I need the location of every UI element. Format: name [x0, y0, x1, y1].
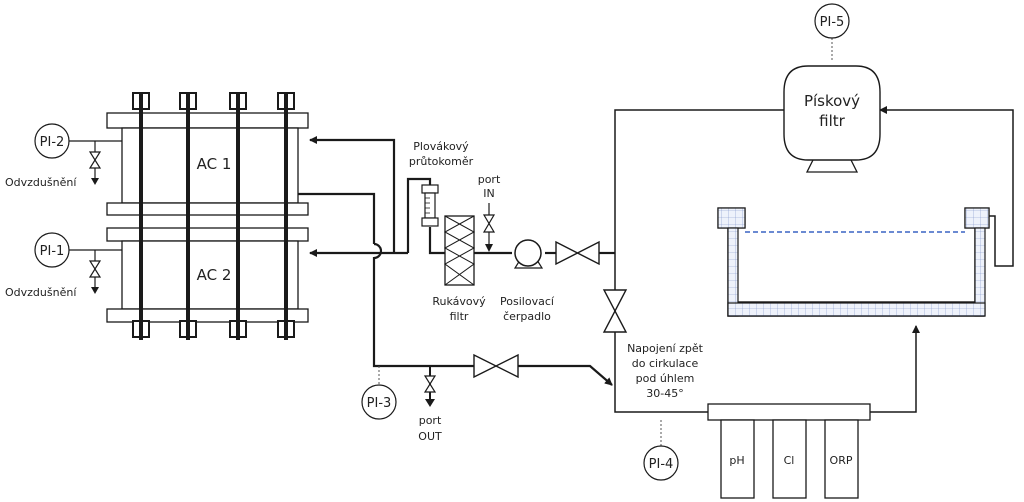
- bypass-valve: [473, 353, 519, 379]
- port-in: port IN: [478, 173, 501, 252]
- cl-probe: [772, 419, 807, 499]
- return-note-3: pod úhlem: [636, 372, 695, 385]
- pump-label-1: Posilovací: [500, 295, 555, 308]
- ac2-label: AC 2: [197, 266, 232, 284]
- pi4-label: PI-4: [649, 457, 674, 472]
- return-note: Napojení zpět do cirkulace pod úhlem 30-…: [627, 342, 704, 400]
- return-valve: [602, 289, 628, 333]
- pi5-gauge: [814, 3, 850, 39]
- vent-top-group: PI-2 Odvzdušnění: [5, 123, 122, 189]
- pi1-label: PI-1: [40, 244, 65, 259]
- pi2-gauge: [34, 123, 70, 159]
- pi3-gauge: [361, 384, 397, 420]
- sand-filter-label-1: Pískový: [804, 92, 860, 110]
- vent-top-label: Odvzdušnění: [5, 176, 77, 189]
- port-out-label-2: OUT: [418, 430, 442, 443]
- return-note-4: 30-45°: [646, 387, 683, 400]
- port-out-label-1: port: [419, 414, 442, 427]
- cell-piping: [298, 136, 615, 386]
- flowmeter-label-2: průtokoměr: [409, 155, 474, 168]
- pi4-gauge: [643, 445, 679, 481]
- ph-label: pH: [729, 454, 744, 467]
- pool-basin: [717, 207, 990, 317]
- orp-label: ORP: [830, 454, 853, 467]
- sand-filter-label-2: filtr: [819, 112, 845, 130]
- pi2-label: PI-2: [40, 135, 65, 150]
- pump-label-2: čerpadlo: [503, 310, 551, 323]
- vent-bottom-group: PI-1 Odvzdušnění: [5, 232, 122, 299]
- pi1-gauge: [34, 232, 70, 268]
- cl-label: Cl: [784, 454, 795, 467]
- pi3-label: PI-3: [367, 396, 392, 411]
- sensor-manifold: pH Cl ORP: [707, 403, 871, 499]
- orp-probe: [824, 419, 859, 499]
- sand-filter: Pískový filtr PI-5: [783, 3, 881, 173]
- bag-filter: Rukávový filtr: [432, 215, 486, 323]
- booster-pump: Posilovací čerpadlo: [500, 239, 555, 323]
- ac1-label: AC 1: [197, 155, 232, 173]
- ac-cell-stack: AC 1 AC 2: [106, 92, 309, 340]
- port-in-label-2: IN: [483, 187, 494, 200]
- circulation-piping: [614, 106, 1014, 413]
- pump-outlet-valve: [555, 240, 600, 266]
- return-note-1: Napojení zpět: [627, 342, 704, 355]
- ph-probe: [720, 419, 755, 499]
- flowmeter-label-1: Plovákový: [413, 140, 469, 153]
- return-note-2: do cirkulace: [632, 357, 699, 370]
- bag-filter-label-2: filtr: [450, 310, 469, 323]
- pi5-label: PI-5: [820, 15, 845, 30]
- vent-bottom-label: Odvzdušnění: [5, 286, 77, 299]
- port-out: port OUT: [418, 366, 442, 443]
- bag-filter-label-1: Rukávový: [432, 295, 486, 308]
- port-in-label-1: port: [478, 173, 501, 186]
- float-flowmeter: Plovákový průtokoměr: [409, 140, 474, 227]
